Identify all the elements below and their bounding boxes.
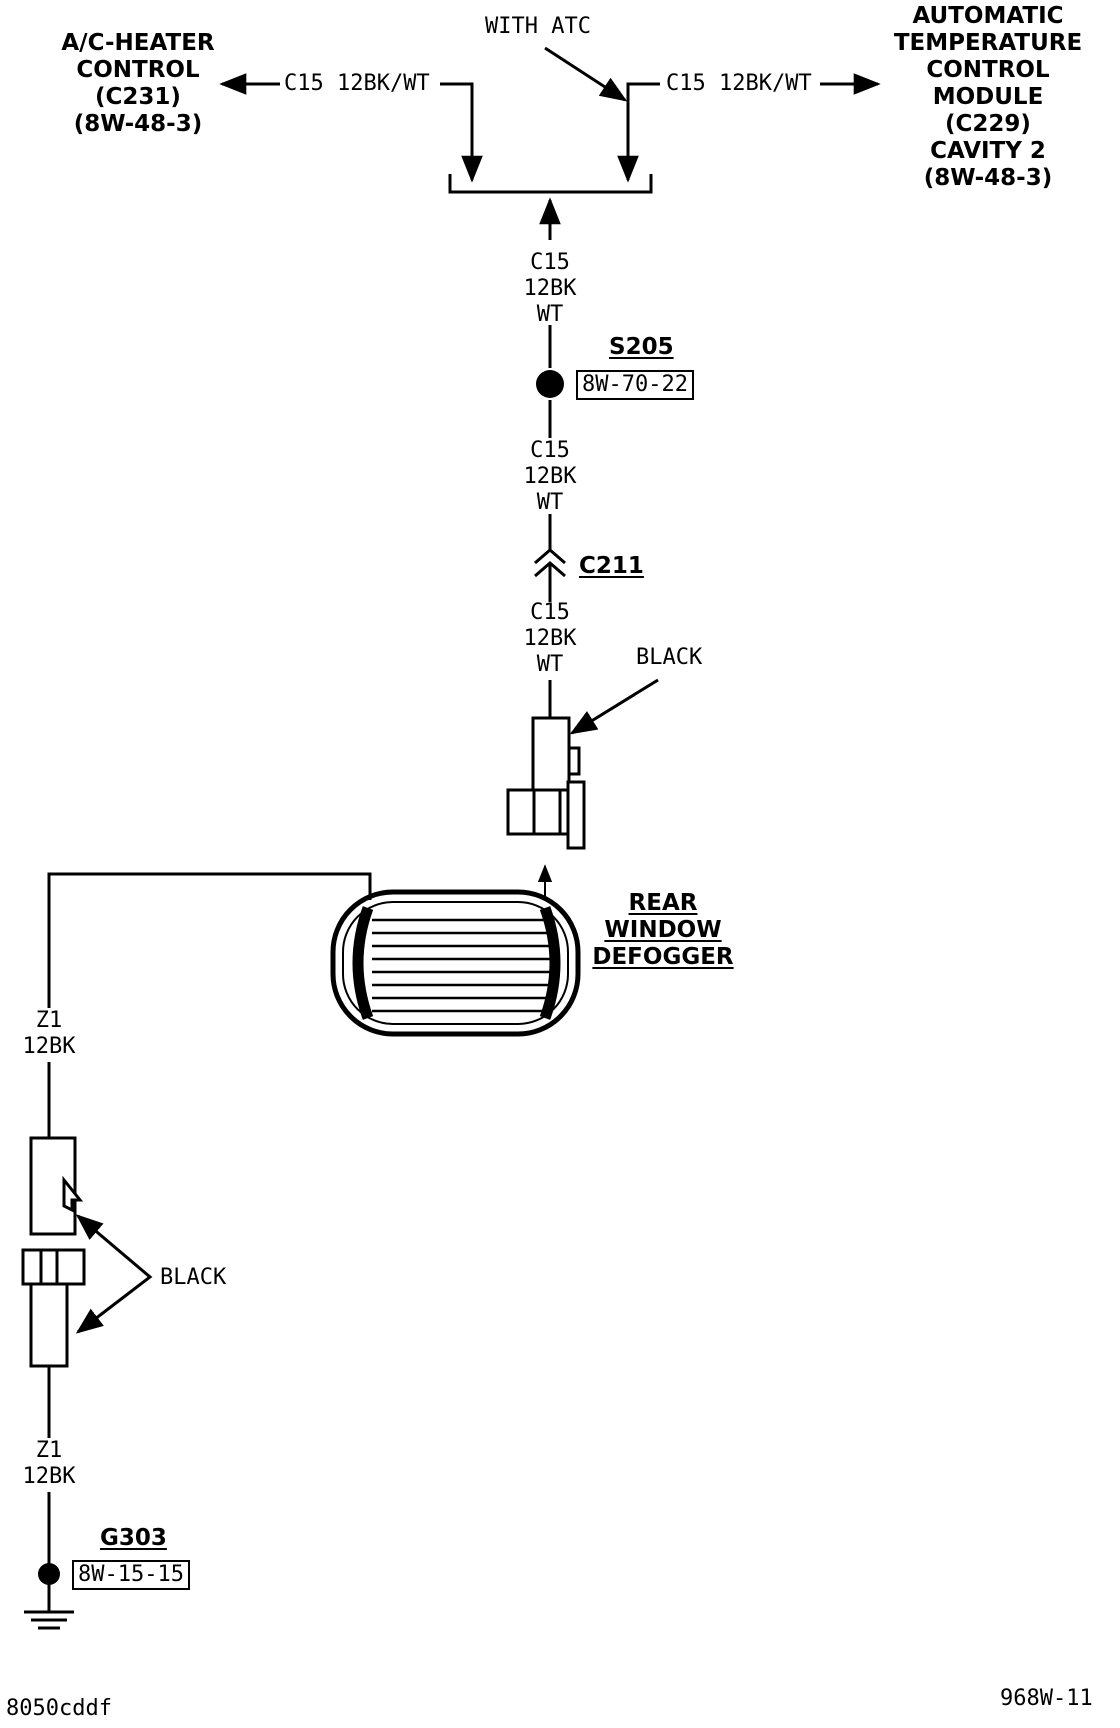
c211-chevron-1	[534, 548, 566, 565]
splice-s205-label: S205	[609, 334, 674, 360]
wire-z1-1-gauge: 12BK	[22, 1034, 76, 1059]
connector-upper-body	[531, 716, 571, 792]
black-label-2: BLACK	[160, 1265, 227, 1290]
ac-heater-wire-label: C15 12BK/WT	[284, 71, 430, 96]
defogger-bus-right	[539, 906, 561, 1020]
wire-c15-3-gauge: 12BK	[523, 626, 577, 651]
defogger-line-1: REAR	[628, 890, 698, 916]
wire-c15-1-circuit: C15	[530, 250, 570, 275]
black-pointer-1	[569, 678, 659, 735]
splice-s205-dot	[536, 370, 564, 398]
atc-module-line-1: AUTOMATIC	[912, 3, 1064, 29]
wire-z1-2-circuit: Z1	[35, 1438, 63, 1463]
footer-right-code: 968W-11	[1000, 1686, 1093, 1711]
wire-c15-2-circuit: C15	[530, 438, 570, 463]
connector-lower-tab	[566, 780, 586, 850]
ground-connector-lower	[29, 1282, 69, 1368]
splice-s205-ref: 8W-70-22	[576, 370, 694, 400]
wire-c15-2-tracer: WT	[536, 490, 564, 515]
with-atc-label: WITH ATC	[485, 14, 591, 39]
ground-connector-latch	[62, 1175, 84, 1213]
wire-z1-1-circuit: Z1	[35, 1008, 63, 1033]
atc-module-line-2: TEMPERATURE	[893, 30, 1083, 56]
wire-ac-heater-right	[440, 82, 483, 183]
with-atc-pointer	[544, 46, 628, 102]
connector-upper-tab	[567, 746, 581, 776]
atc-module-wire-label: C15 12BK/WT	[666, 71, 812, 96]
connector-c211-label: C211	[579, 553, 644, 579]
defogger-line-2: WINDOW	[604, 917, 722, 943]
ground-g303-label: G303	[100, 1525, 167, 1551]
option-bracket	[448, 174, 653, 194]
wire-c15-3-circuit: C15	[530, 600, 570, 625]
wire-atc-left	[617, 82, 660, 183]
atc-module-line-3: CONTROL	[926, 57, 1050, 83]
wire-c15-label-3: C15 12BK WT	[520, 600, 580, 678]
atc-module-line-7: (8W-48-3)	[923, 165, 1053, 191]
ac-heater-line-2: CONTROL	[76, 57, 200, 83]
wire-z1-label-2: Z1 12BK	[19, 1438, 79, 1490]
ground-connector-collar	[21, 1248, 86, 1286]
wire-c15-3-tracer: WT	[536, 652, 564, 677]
ground-g303-dot	[38, 1563, 60, 1585]
defogger-inner	[342, 901, 569, 1025]
defogger-outline	[330, 889, 581, 1037]
black-label-1: BLACK	[636, 645, 703, 670]
wire-c15-2-gauge: 12BK	[523, 464, 577, 489]
ground-connector-upper	[29, 1136, 77, 1236]
defogger-bus-left	[352, 906, 374, 1020]
rear-window-defogger-label: REAR WINDOW DEFOGGER	[592, 890, 733, 971]
wire-c15-1-tracer: WT	[536, 302, 564, 327]
ac-heater-line-3: (C231)	[95, 84, 181, 110]
atc-module-label: AUTOMATIC TEMPERATURE CONTROL MODULE (C2…	[888, 3, 1088, 192]
ac-heater-line-1: A/C-HEATER	[61, 30, 215, 56]
ac-heater-control-label: A/C-HEATER CONTROL (C231) (8W-48-3)	[61, 30, 215, 138]
ground-g303-ref: 8W-15-15	[72, 1560, 190, 1590]
ac-heater-line-4: (8W-48-3)	[73, 111, 203, 137]
footer-left-code: 8050cddf	[6, 1696, 112, 1721]
atc-module-line-5: (C229)	[945, 111, 1031, 137]
wire-z1-2-gauge: 12BK	[22, 1464, 76, 1489]
atc-module-line-6: CAVITY 2	[930, 138, 1046, 164]
wire-c15-label-2: C15 12BK WT	[520, 438, 580, 516]
defogger-line-3: DEFOGGER	[592, 944, 734, 970]
atc-module-line-4: MODULE	[932, 84, 1044, 110]
defogger-ground-wire	[47, 872, 372, 1008]
wire-c15-1-gauge: 12BK	[523, 276, 577, 301]
wire-z1-label-1: Z1 12BK	[19, 1008, 79, 1060]
wire-c15-label-1: C15 12BK WT	[520, 250, 580, 328]
black-pointer-2	[75, 1214, 153, 1334]
